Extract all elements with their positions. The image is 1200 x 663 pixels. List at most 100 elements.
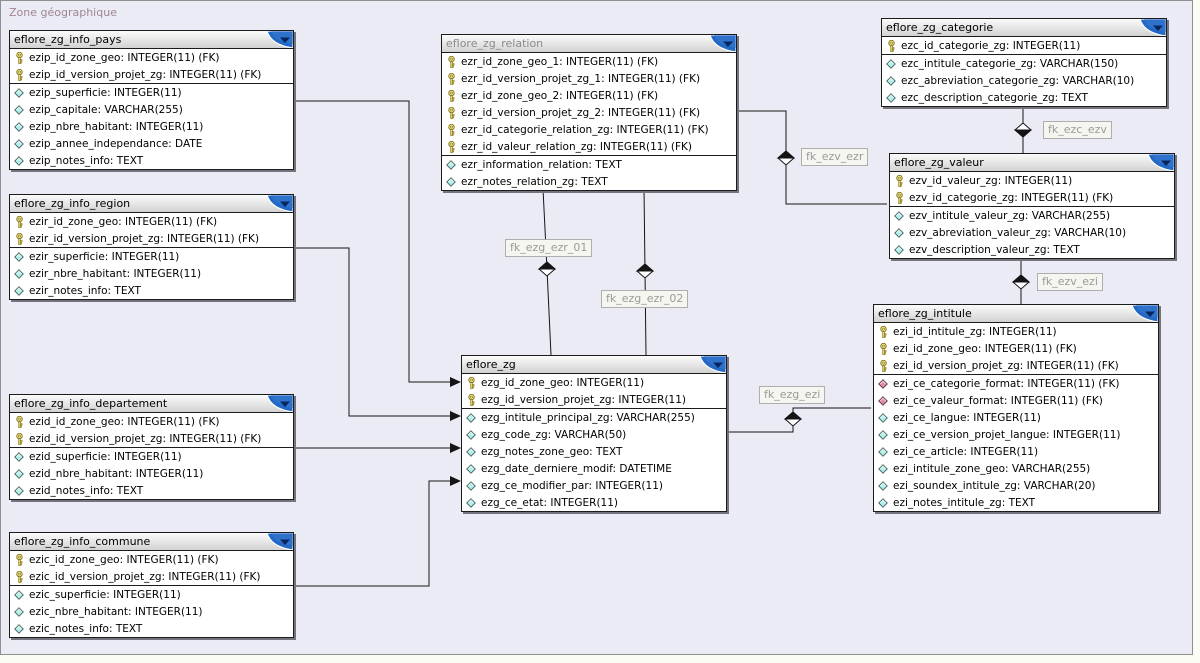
table-header-eflore_zg_intitule[interactable]: eflore_zg_intitule — [874, 305, 1158, 323]
field-label: ezg_date_derniere_modif: DATETIME — [481, 462, 672, 475]
field-label: ezi_ce_categorie_format: INTEGER(11) (FK… — [893, 377, 1120, 390]
table-title: eflore_zg_valeur — [894, 156, 984, 169]
field-row: ezip_capitale: VARCHAR(255) — [10, 101, 293, 118]
key-icon — [13, 215, 25, 228]
field-row: ezic_nbre_habitant: INTEGER(11) — [10, 603, 293, 620]
region-title: Zone géographique — [9, 6, 117, 19]
key-icon — [465, 393, 477, 406]
field-label: ezi_intitule_zone_geo: VARCHAR(255) — [893, 462, 1091, 475]
field-row: ezg_id_zone_geo: INTEGER(11) — [462, 374, 726, 391]
relation-label[interactable]: fk_ezg_ezi — [759, 386, 826, 404]
field-row: ezip_nbre_habitant: INTEGER(11) — [10, 118, 293, 135]
table-header-eflore_zg_info_departement[interactable]: eflore_zg_info_departement — [10, 395, 293, 413]
field-label: ezg_id_zone_geo: INTEGER(11) — [481, 376, 645, 389]
table-header-eflore_zg_categorie[interactable]: eflore_zg_categorie — [882, 19, 1166, 37]
field-row: ezir_nbre_habitant: INTEGER(11) — [10, 265, 293, 282]
attribute-icon — [13, 138, 25, 149]
table-header-eflore_zg_info_commune[interactable]: eflore_zg_info_commune — [10, 533, 293, 551]
field-row: ezr_id_version_projet_zg_2: INTEGER(11) … — [442, 104, 736, 121]
table-eflore_zg_info_region[interactable]: eflore_zg_info_region ezir_id_zone_geo: I… — [9, 194, 294, 300]
table-header-eflore_zg_info_region[interactable]: eflore_zg_info_region — [10, 195, 293, 213]
field-label: ezv_description_valeur_zg: TEXT — [909, 243, 1080, 256]
collapse-arrow-icon[interactable] — [263, 395, 293, 412]
key-icon — [445, 140, 457, 153]
field-label: ezip_nbre_habitant: INTEGER(11) — [29, 120, 204, 133]
attribute-icon — [893, 227, 905, 238]
field-label: ezir_superficie: INTEGER(11) — [29, 250, 180, 263]
field-row: ezc_id_categorie_zg: INTEGER(11) — [882, 37, 1166, 54]
attribute-icon — [13, 468, 25, 479]
field-label: ezic_id_zone_geo: INTEGER(11) (FK) — [29, 553, 219, 566]
relation-label[interactable]: fk_ezv_ezi — [1037, 273, 1103, 291]
key-icon — [13, 232, 25, 245]
relation-line-pays-to-zg — [292, 100, 452, 383]
field-label: ezi_ce_langue: INTEGER(11) — [893, 411, 1041, 424]
relation-label[interactable]: fk_ezv_ezr — [801, 148, 869, 166]
collapse-arrow-icon[interactable] — [1136, 19, 1166, 36]
relation-arrow-icon — [450, 377, 461, 387]
table-header-eflore_zg[interactable]: eflore_zg — [462, 356, 726, 374]
relation-label[interactable]: fk_ezc_ezv — [1043, 121, 1112, 139]
field-label: ezg_code_zg: VARCHAR(50) — [481, 428, 627, 441]
field-label: ezi_id_version_projet_zg: INTEGER(11) (F… — [893, 359, 1119, 372]
field-row: ezip_superficie: INTEGER(11) — [10, 83, 293, 101]
relation-arrow-icon — [450, 411, 461, 421]
table-eflore_zg_info_commune[interactable]: eflore_zg_info_commune ezic_id_zone_geo: … — [9, 532, 294, 638]
attribute-icon — [13, 121, 25, 132]
field-label: ezv_abreviation_valeur_zg: VARCHAR(10) — [909, 226, 1127, 239]
relation-diamond-fill — [1011, 274, 1031, 283]
field-row: ezic_id_version_projet_zg: INTEGER(11) (… — [10, 568, 293, 585]
attribute-icon — [465, 497, 477, 508]
table-header-eflore_zg_info_pays[interactable]: eflore_zg_info_pays — [10, 31, 293, 49]
collapse-arrow-icon[interactable] — [263, 31, 293, 48]
field-label: ezir_id_zone_geo: INTEGER(11) (FK) — [29, 215, 218, 228]
attribute-icon — [465, 429, 477, 440]
table-header-eflore_zg_relation[interactable]: eflore_zg_relation — [442, 35, 736, 53]
relation-label[interactable]: fk_ezg_ezr_01 — [505, 239, 593, 257]
field-row: ezip_notes_info: TEXT — [10, 152, 293, 169]
collapse-arrow-icon[interactable] — [706, 35, 736, 52]
field-label: ezip_capitale: VARCHAR(255) — [29, 103, 183, 116]
table-eflore_zg_valeur[interactable]: eflore_zg_valeur ezv_id_valeur_zg: INTEGE… — [889, 153, 1175, 259]
attribute-icon — [885, 58, 897, 69]
relation-arrow-icon — [450, 476, 461, 486]
collapse-arrow-icon[interactable] — [1144, 154, 1174, 171]
collapse-arrow-icon[interactable] — [696, 356, 726, 373]
field-row: ezc_intitule_categorie_zg: VARCHAR(150) — [882, 54, 1166, 72]
key-icon — [445, 55, 457, 68]
field-label: ezc_abreviation_categorie_zg: VARCHAR(10… — [901, 74, 1135, 87]
field-label: ezr_id_valeur_relation_zg: INTEGER(11) (… — [461, 140, 693, 153]
attribute-icon — [13, 104, 25, 115]
key-icon — [445, 106, 457, 119]
field-row: ezg_id_version_projet_zg: INTEGER(11) — [462, 391, 726, 408]
field-label: ezv_intitule_valeur_zg: VARCHAR(255) — [909, 209, 1111, 222]
attribute-icon — [13, 285, 25, 296]
collapse-arrow-icon[interactable] — [263, 195, 293, 212]
table-eflore_zg[interactable]: eflore_zg ezg_id_zone_geo: INTEGER(11) ezg… — [461, 355, 727, 512]
field-row: ezid_id_version_projet_zg: INTEGER(11) (… — [10, 430, 293, 447]
table-title: eflore_zg_categorie — [886, 21, 994, 34]
key-icon — [465, 376, 477, 389]
field-row: ezir_id_zone_geo: INTEGER(11) (FK) — [10, 213, 293, 230]
field-label: ezid_id_version_projet_zg: INTEGER(11) (… — [29, 432, 262, 445]
field-label: ezic_superficie: INTEGER(11) — [29, 588, 181, 601]
field-row: ezg_code_zg: VARCHAR(50) — [462, 426, 726, 443]
field-label: ezg_ce_etat: INTEGER(11) — [481, 496, 618, 509]
collapse-arrow-icon[interactable] — [263, 533, 293, 550]
relation-arrow-icon — [450, 443, 461, 453]
field-label: ezip_id_zone_geo: INTEGER(11) (FK) — [29, 51, 220, 64]
table-eflore_zg_info_pays[interactable]: eflore_zg_info_pays ezip_id_zone_geo: INT… — [9, 30, 294, 170]
collapse-arrow-icon[interactable] — [1128, 305, 1158, 322]
field-row: ezr_id_zone_geo_1: INTEGER(11) (FK) — [442, 53, 736, 70]
relation-label[interactable]: fk_ezg_ezr_02 — [601, 290, 689, 308]
field-row: ezv_id_valeur_zg: INTEGER(11) — [890, 172, 1174, 189]
table-header-eflore_zg_valeur[interactable]: eflore_zg_valeur — [890, 154, 1174, 172]
field-label: ezic_notes_info: TEXT — [29, 622, 143, 635]
key-icon — [13, 415, 25, 428]
key-icon — [893, 191, 905, 204]
table-eflore_zg_categorie[interactable]: eflore_zg_categorie ezc_id_categorie_zg: … — [881, 18, 1167, 107]
